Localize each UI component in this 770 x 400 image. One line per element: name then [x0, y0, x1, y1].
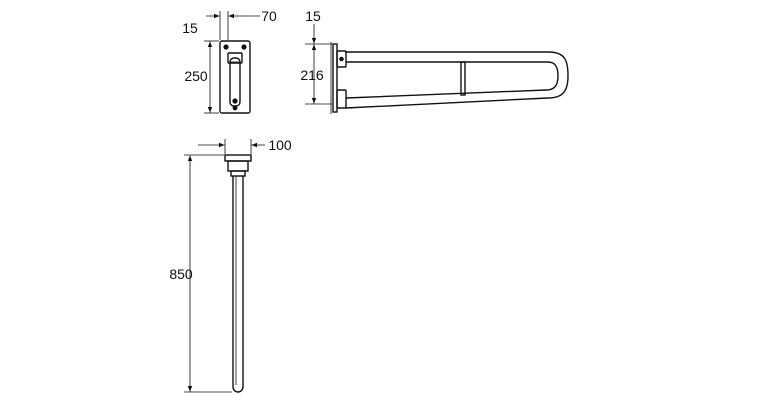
grip-ring — [460, 61, 466, 96]
dim-top-length: 850 — [169, 266, 193, 282]
dim-front-offset: 15 — [182, 20, 198, 36]
dim-front-width: 70 — [261, 8, 277, 24]
rail-front — [229, 57, 241, 107]
rail-top — [232, 176, 244, 393]
dim-top-width: 100 — [268, 137, 292, 153]
screw-hole-top-right — [241, 44, 247, 50]
top-view: 100 850 — [169, 137, 292, 393]
screw-hole-bottom — [232, 105, 238, 111]
dim-side-offset: 15 — [305, 8, 321, 24]
wall-plate — [219, 40, 251, 114]
top-mount-plate — [224, 154, 252, 162]
side-wall-plate — [332, 43, 338, 113]
hinge-block — [227, 52, 243, 64]
side-view: 15 216 — [300, 8, 569, 114]
rail-side-inner — [345, 61, 559, 99]
pivot-marker — [232, 98, 238, 104]
dim-side-height: 216 — [300, 67, 324, 83]
dim-front-height: 250 — [184, 68, 208, 84]
side-hinge — [336, 50, 347, 68]
rail-side-outer — [345, 51, 569, 109]
front-view: 15 70 250 — [182, 8, 277, 114]
screw-hole-top-left — [223, 44, 229, 50]
